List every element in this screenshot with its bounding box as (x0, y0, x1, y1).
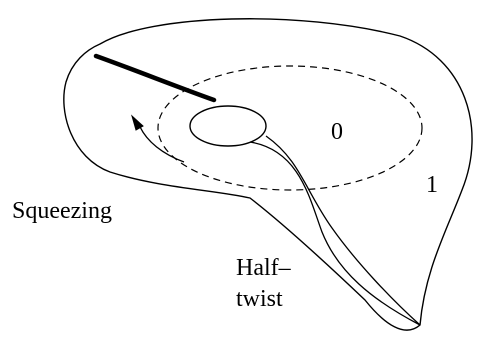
region-label-1: 1 (426, 172, 438, 198)
inner-hole (189, 105, 267, 147)
squeezing-label: Squeezing (12, 198, 112, 224)
outer-surface-outline (63, 18, 473, 331)
dashed-boundary-curve (157, 65, 423, 191)
half-twist-label-line1: Half– (236, 255, 292, 281)
squeezing-curve (93, 53, 217, 103)
half-twist-strand-a (249, 141, 421, 326)
half-twist-strand-b (265, 135, 421, 326)
half-twist-label-line2: twist (236, 286, 283, 312)
region-label-0: 0 (331, 119, 343, 145)
rotation-arrow-head (131, 114, 144, 131)
